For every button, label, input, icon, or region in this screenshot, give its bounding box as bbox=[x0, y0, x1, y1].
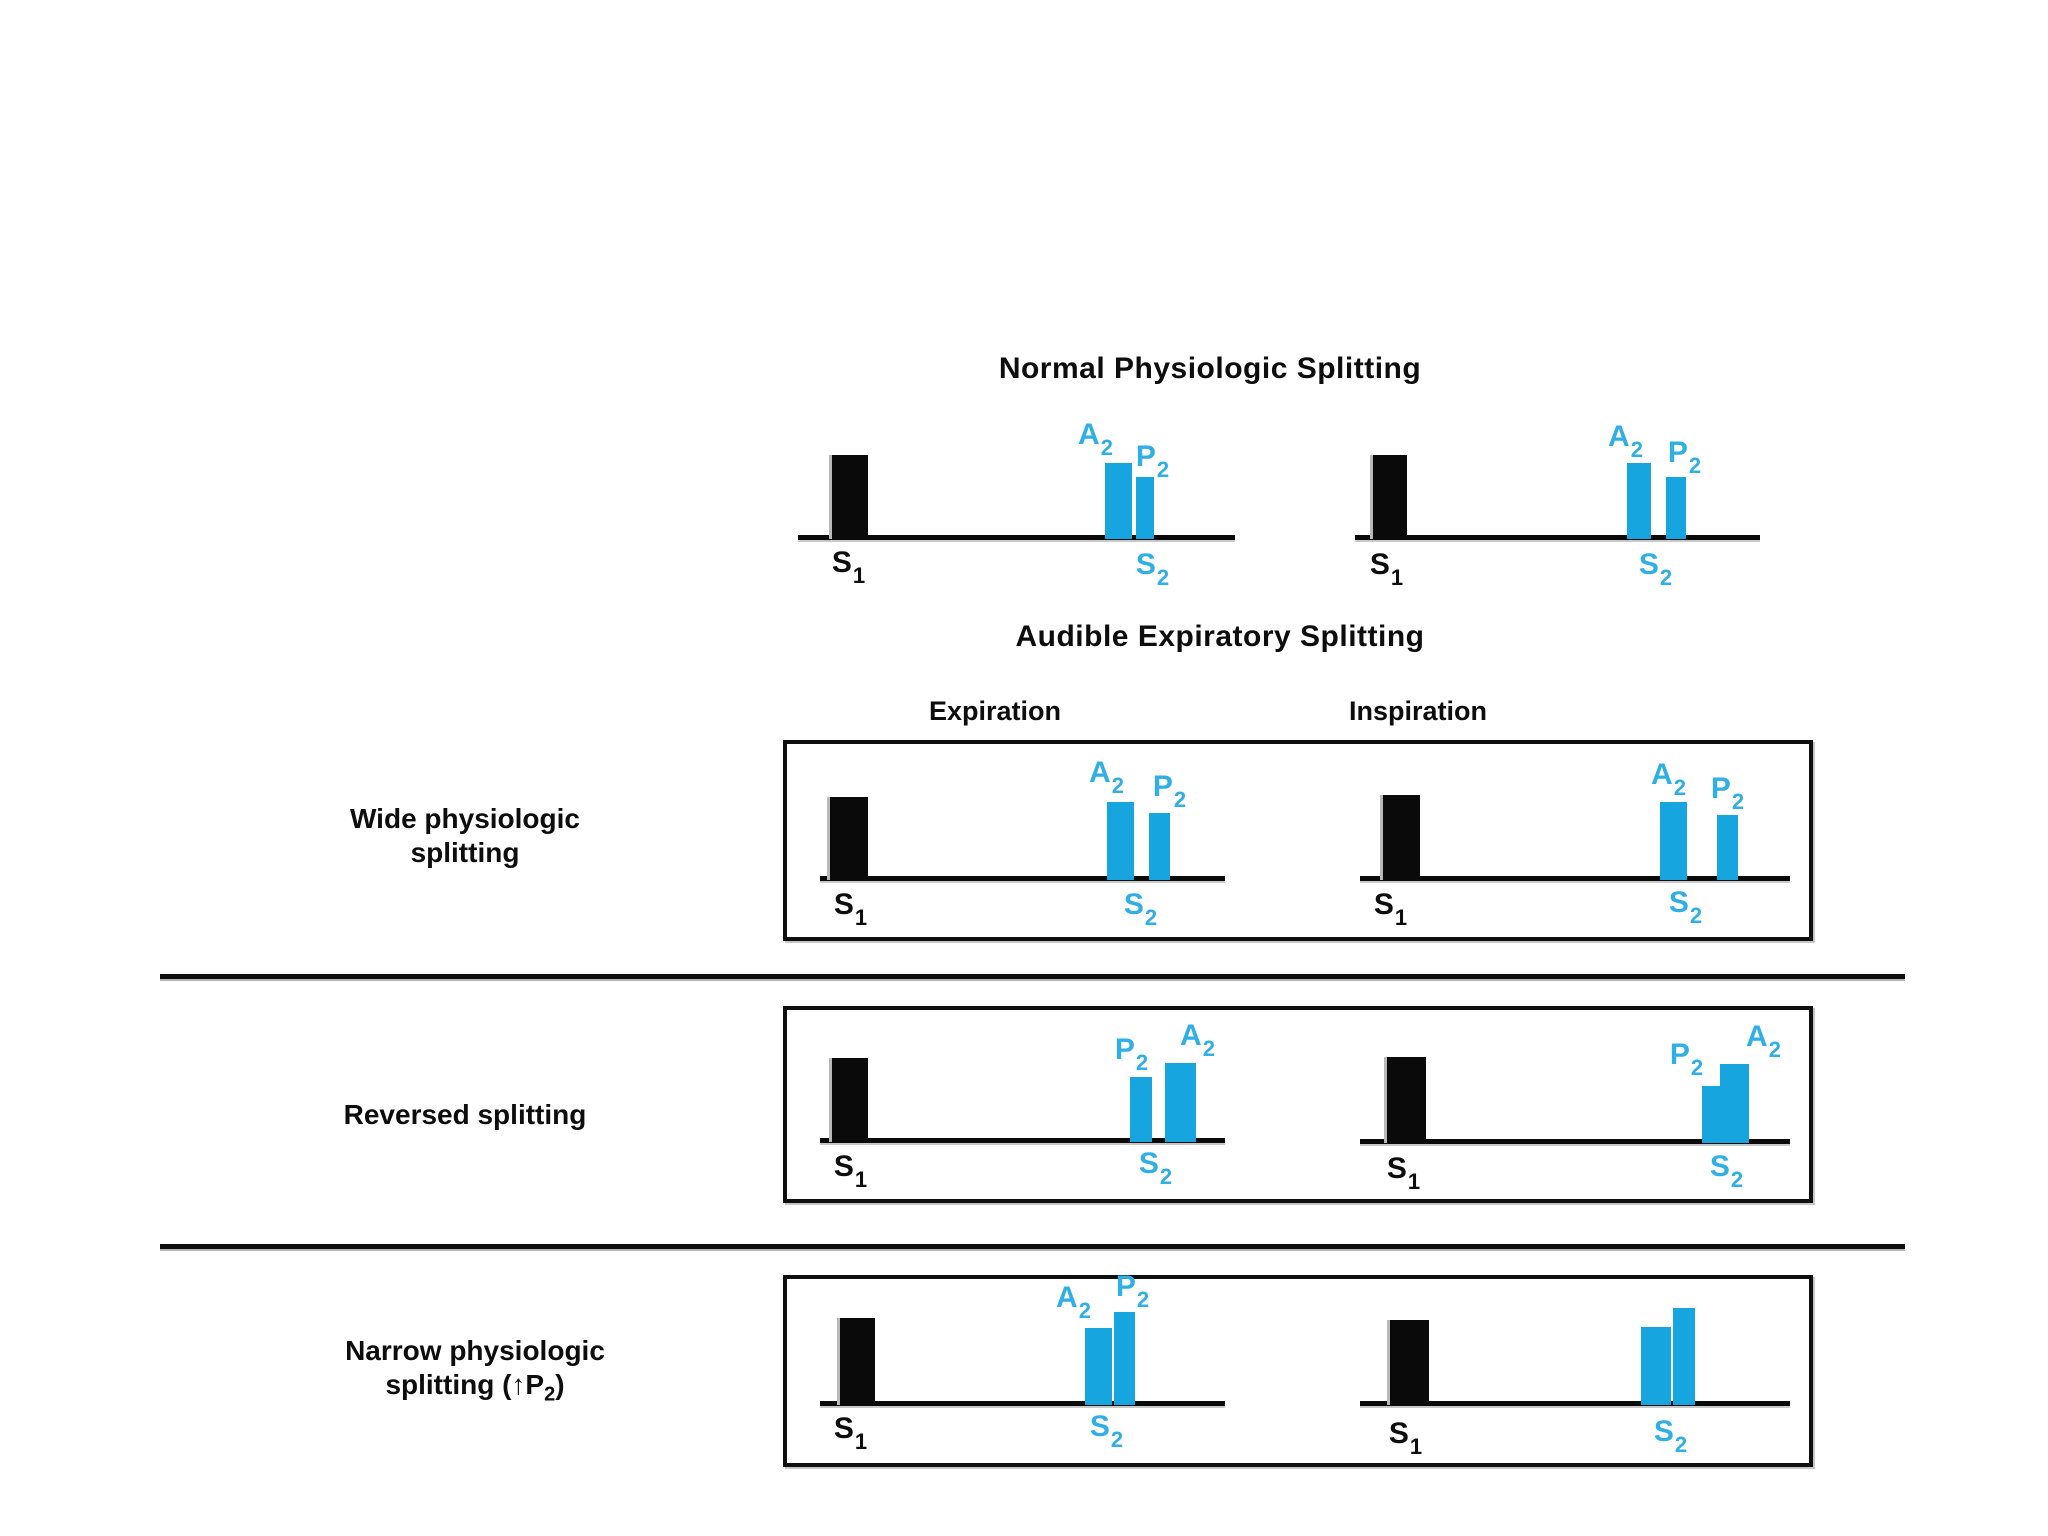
a2-label: A2 bbox=[1056, 1281, 1091, 1323]
s1-bar bbox=[1373, 455, 1407, 539]
column-header-expiration: Expiration bbox=[928, 696, 1062, 726]
s1-label: S1 bbox=[833, 888, 868, 930]
p2-bar bbox=[1717, 815, 1738, 880]
a2-bar bbox=[1660, 802, 1687, 880]
s1-bar bbox=[1390, 1320, 1429, 1405]
row-divider bbox=[160, 974, 1905, 979]
a2-label: A2 bbox=[1608, 420, 1643, 462]
row-wide-box bbox=[783, 740, 1813, 941]
baseline bbox=[820, 876, 1225, 881]
s2-label: S2 bbox=[1653, 1415, 1688, 1457]
p2-label: P2 bbox=[1114, 1033, 1149, 1075]
a2-label: A2 bbox=[1651, 758, 1686, 800]
a2-bar bbox=[1105, 463, 1132, 539]
p2-label: P2 bbox=[1667, 436, 1702, 478]
s1-label: S1 bbox=[1369, 548, 1404, 590]
row-label-reversed-splitting: Reversed splitting bbox=[343, 1099, 587, 1130]
row-reversed-box bbox=[783, 1006, 1813, 1203]
a2-bar bbox=[1085, 1328, 1112, 1405]
p2-label: P2 bbox=[1152, 770, 1187, 812]
s2-label: S2 bbox=[1135, 548, 1170, 590]
p2-bar-merged bbox=[1702, 1086, 1720, 1143]
s2-label: S2 bbox=[1089, 1410, 1124, 1452]
baseline bbox=[1360, 876, 1790, 881]
s2-label: S2 bbox=[1138, 1147, 1173, 1189]
a2-label: A2 bbox=[1746, 1020, 1781, 1062]
row-label-narrow-physiologic-splitting: Narrow physiologic splitting (↑P2) bbox=[345, 1335, 605, 1406]
s2-label: S2 bbox=[1668, 886, 1703, 928]
s1-bar bbox=[832, 455, 868, 539]
p2-bar bbox=[1114, 1312, 1135, 1405]
a2-bar bbox=[1107, 802, 1134, 880]
baseline bbox=[1360, 1401, 1790, 1406]
baseline bbox=[820, 1138, 1225, 1143]
baseline bbox=[820, 1401, 1225, 1406]
s2-label: S2 bbox=[1709, 1150, 1744, 1192]
row-divider bbox=[160, 1244, 1905, 1249]
p2-label: P2 bbox=[1710, 772, 1745, 814]
s1-bar bbox=[1383, 795, 1420, 880]
p2-bar bbox=[1149, 813, 1170, 880]
a2-bar-merged bbox=[1720, 1064, 1749, 1143]
s1-bar bbox=[830, 797, 868, 880]
down-up-arrow-glyph: ↑ bbox=[511, 1369, 526, 1400]
a2-bar bbox=[1627, 463, 1651, 539]
p2-label: P2 bbox=[1135, 440, 1170, 482]
p2-bar bbox=[1666, 477, 1686, 539]
a2-label: A2 bbox=[1089, 756, 1124, 798]
row-label-wide-physiologic-splitting: Wide physiologic splitting bbox=[350, 803, 580, 868]
s2-label: S2 bbox=[1123, 888, 1158, 930]
s1-label: S1 bbox=[833, 1150, 868, 1192]
s1-bar bbox=[840, 1318, 875, 1405]
s1-label: S1 bbox=[833, 1412, 868, 1454]
baseline bbox=[1360, 1139, 1790, 1144]
a2-label: A2 bbox=[1180, 1019, 1215, 1061]
s1-label: S1 bbox=[1388, 1417, 1423, 1459]
p2-label: P2 bbox=[1669, 1038, 1704, 1080]
p2-bar bbox=[1673, 1308, 1695, 1405]
baseline bbox=[798, 535, 1235, 540]
a2-label: A2 bbox=[1078, 418, 1113, 460]
audible-splitting-title: Audible Expiratory Splitting bbox=[1015, 620, 1425, 653]
p2-bar bbox=[1130, 1077, 1152, 1142]
normal-splitting-title: Normal Physiologic Splitting bbox=[998, 352, 1422, 385]
a2-bar bbox=[1165, 1063, 1196, 1142]
s1-label: S1 bbox=[1373, 888, 1408, 930]
a2-bar bbox=[1641, 1327, 1671, 1405]
s1-label: S1 bbox=[831, 546, 866, 588]
column-header-inspiration: Inspiration bbox=[1348, 696, 1487, 726]
baseline bbox=[1355, 535, 1760, 540]
s1-label: S1 bbox=[1386, 1152, 1421, 1194]
p2-bar bbox=[1136, 477, 1154, 539]
p2-label: P2 bbox=[1115, 1270, 1150, 1312]
s1-bar bbox=[1387, 1057, 1426, 1143]
s2-label: S2 bbox=[1638, 548, 1673, 590]
s1-bar bbox=[832, 1058, 868, 1142]
